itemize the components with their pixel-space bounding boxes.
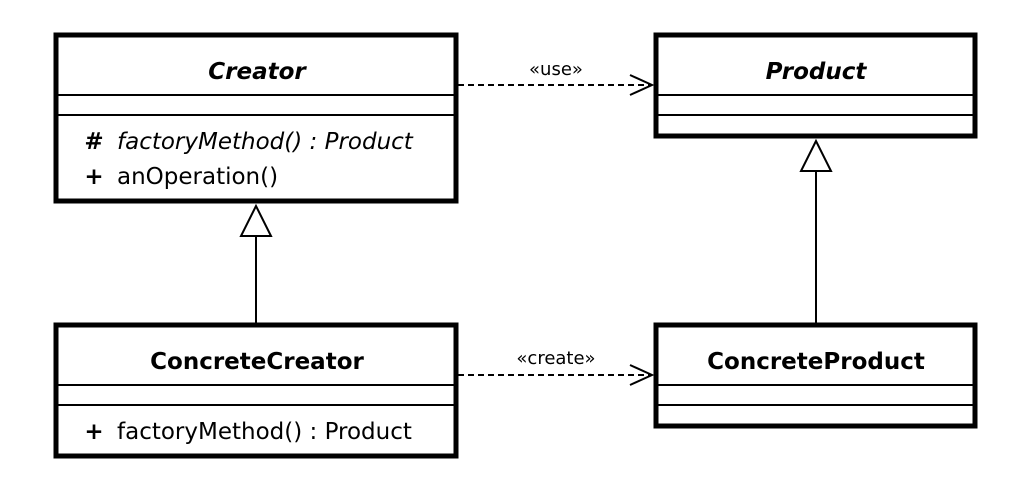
concrete-product-class: ConcreteProduct [653, 322, 978, 429]
concrete-product-class-name: ConcreteProduct [707, 349, 925, 375]
product-inheritance-triangle [799, 138, 833, 172]
product-generalization [799, 138, 833, 323]
concrete-creator-op-1-visibility: + [84, 419, 103, 445]
creator-generalization [239, 203, 273, 323]
concrete-product-box [653, 322, 978, 429]
use-stereotype-label: «use» [529, 59, 583, 80]
product-class: Product [653, 32, 978, 139]
product-class-name: Product [766, 59, 868, 85]
concrete-creator-box [53, 322, 459, 459]
creator-op-2-visibility: + [84, 164, 103, 190]
concrete-creator-op-1-signature: factoryMethod() : Product [117, 419, 412, 445]
creator-inheritance-triangle [239, 203, 273, 237]
create-open-arrowhead [629, 364, 655, 386]
concrete-creator-class: ConcreteCreator + factoryMethod() : Prod… [53, 322, 459, 459]
create-stereotype-label: «create» [516, 348, 595, 369]
creator-op-1-signature: factoryMethod() : Product [117, 129, 414, 155]
creator-class-name: Creator [208, 59, 307, 85]
creator-box [53, 32, 459, 204]
creator-op-1-visibility: # [84, 129, 103, 155]
use-open-arrowhead [629, 74, 655, 96]
create-dependency: «create» [458, 348, 655, 386]
use-dependency: «use» [458, 59, 655, 96]
creator-class: Creator # factoryMethod() : Product + an… [53, 32, 459, 204]
product-box [653, 32, 978, 139]
creator-op-2-signature: anOperation() [117, 164, 278, 190]
concrete-creator-class-name: ConcreteCreator [150, 349, 364, 375]
